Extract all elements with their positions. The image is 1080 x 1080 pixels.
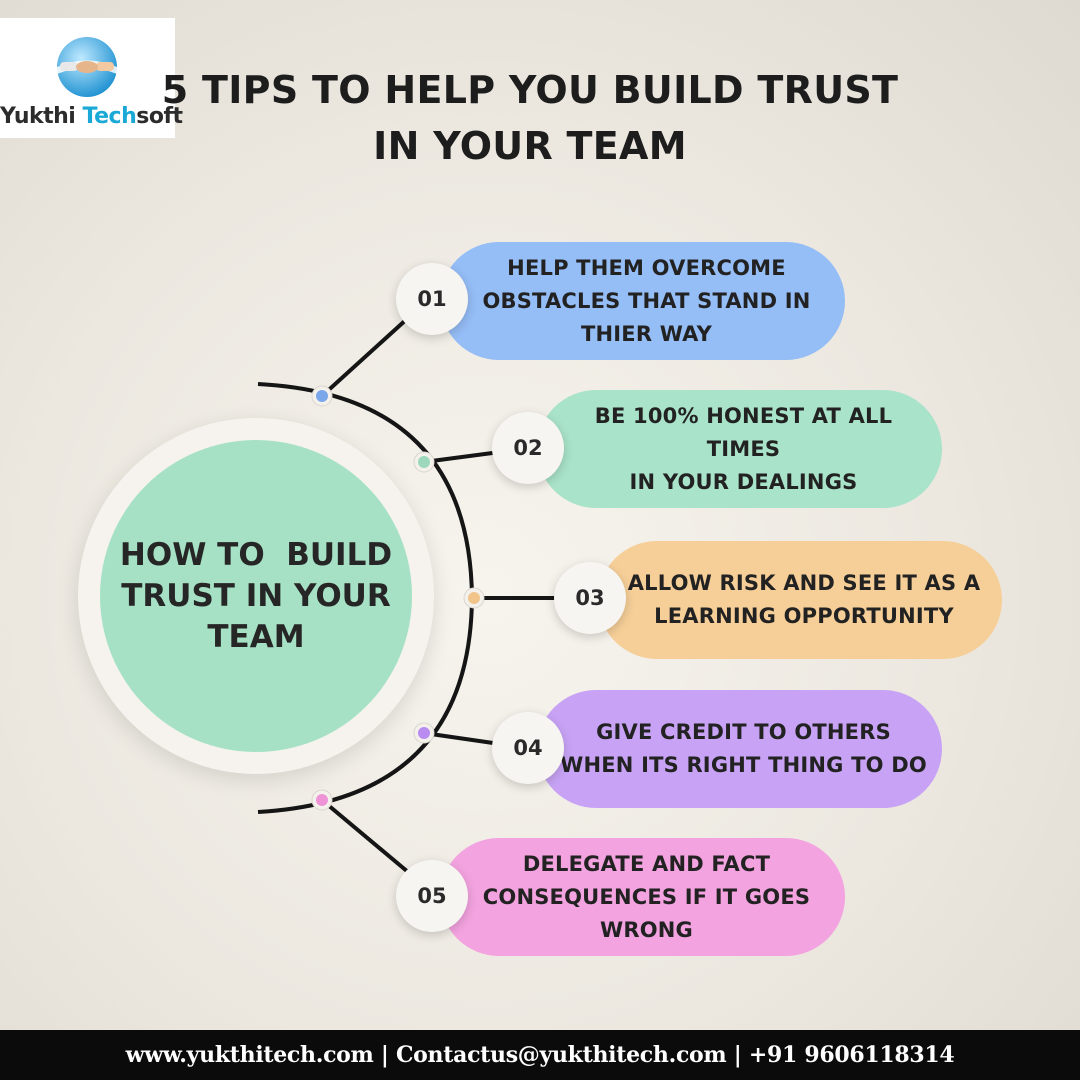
title-line-1: 5 TIPS TO HELP YOU BUILD TRUST	[161, 68, 899, 112]
page-title: 5 TIPS TO HELP YOU BUILD TRUST IN YOUR T…	[130, 62, 930, 174]
footer-phone[interactable]: +91 9606118314	[748, 1042, 955, 1068]
node-dot-1-core	[316, 390, 328, 402]
center-line-2: TRUST IN YOUR	[121, 577, 391, 614]
footer-separator: |	[373, 1042, 396, 1068]
center-circle: HOW TO BUILD TRUST IN YOUR TEAM	[100, 440, 412, 752]
connector-2	[423, 450, 501, 464]
handshake-globe-icon	[57, 37, 117, 97]
tip-number-03: 03	[554, 562, 626, 634]
connector-1	[320, 316, 410, 398]
tip-number-04: 04	[492, 712, 564, 784]
tip-number-05: 05	[396, 860, 468, 932]
footer-bar: www.yukthitech.com | Contactus@yukthitec…	[0, 1030, 1080, 1080]
title-line-2: IN YOUR TEAM	[373, 124, 687, 168]
footer-email-link[interactable]: Contactus@yukthitech.com	[395, 1042, 727, 1068]
brand-name: Yukthi Techsoft	[0, 104, 183, 129]
tip-number-02: 02	[492, 412, 564, 484]
connector-4	[423, 731, 501, 746]
node-dot-2-core	[418, 456, 430, 468]
tip-number-01: 01	[396, 263, 468, 335]
center-line-1: HOW TO BUILD	[119, 536, 393, 573]
footer-separator: |	[726, 1042, 749, 1068]
node-dot-3-core	[468, 592, 480, 604]
footer-contact: www.yukthitech.com | Contactus@yukthitec…	[126, 1042, 955, 1068]
node-dot-5-core	[316, 794, 328, 806]
footer-website-link[interactable]: www.yukthitech.com	[125, 1042, 374, 1068]
node-dot-4-core	[418, 727, 430, 739]
brand-logo: Yukthi Techsoft	[0, 18, 183, 138]
connector-5	[320, 798, 410, 874]
center-line-3: TEAM	[207, 618, 305, 655]
center-text: HOW TO BUILD TRUST IN YOUR TEAM	[111, 535, 401, 658]
